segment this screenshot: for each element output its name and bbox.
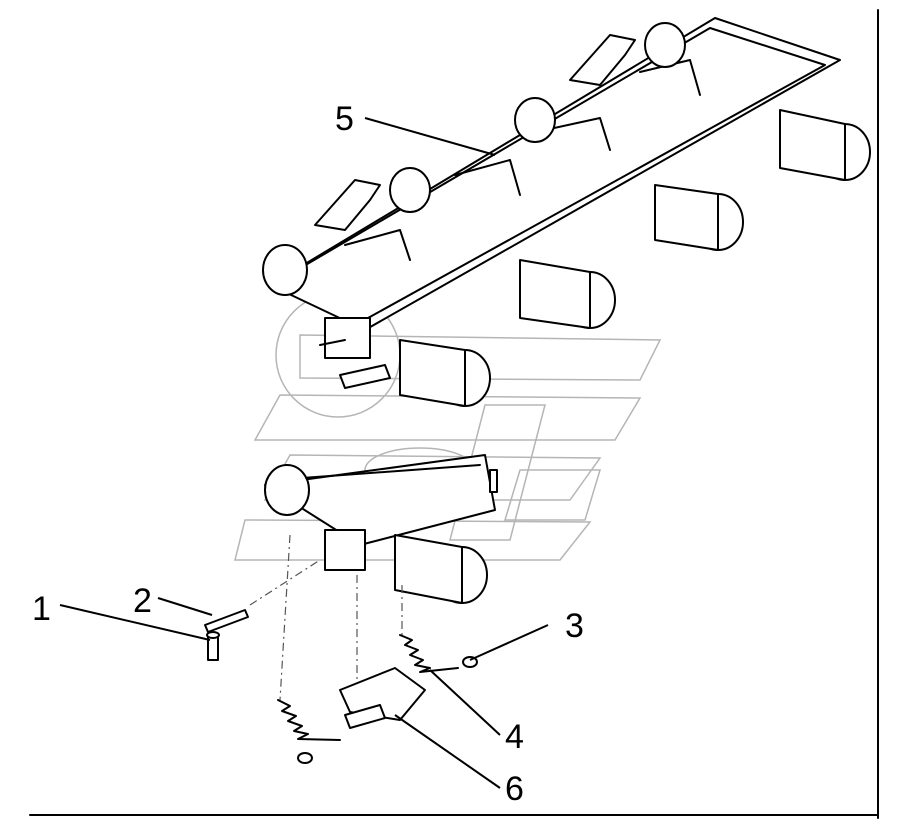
main-frame-assembly xyxy=(262,17,871,407)
callout-2: 2 xyxy=(133,582,152,620)
callout-6: 6 xyxy=(505,770,524,808)
leader-lines xyxy=(59,117,549,789)
callout-4: 4 xyxy=(505,718,524,756)
assembly-guide-lines xyxy=(249,534,403,701)
pin-part-1 xyxy=(206,631,220,661)
spring-part-4 xyxy=(277,634,459,741)
callout-1: 1 xyxy=(32,590,51,628)
bracket-part-6 xyxy=(339,667,426,729)
drawing-frame xyxy=(29,9,879,819)
shaft-part-2 xyxy=(204,609,249,633)
callout-3: 3 xyxy=(565,607,584,645)
sub-frame-assembly xyxy=(264,454,498,604)
nut-part-lower xyxy=(297,752,313,764)
callout-5: 5 xyxy=(335,100,354,138)
